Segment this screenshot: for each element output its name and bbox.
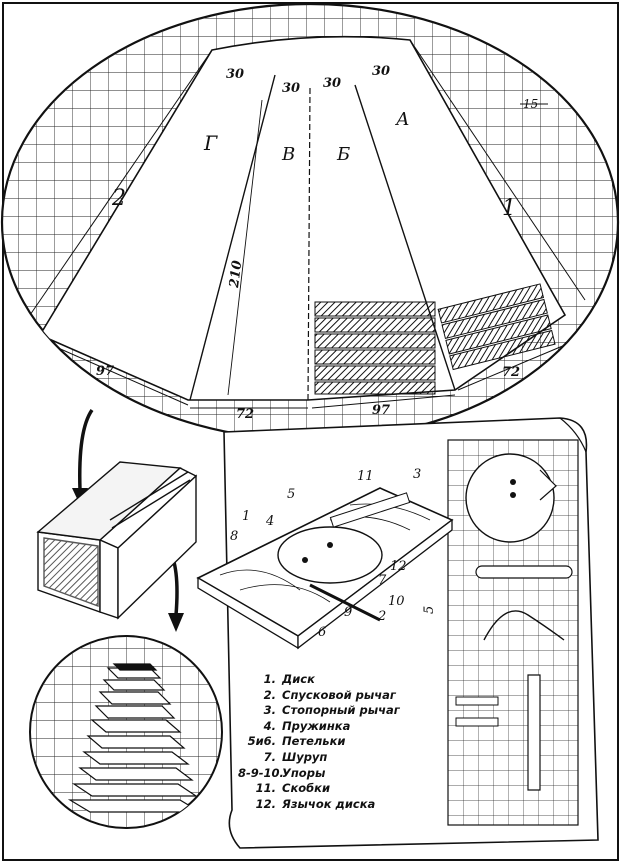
side-number-2: 2 xyxy=(111,186,126,211)
callout-11: 11 xyxy=(357,469,374,484)
section-label-a: А xyxy=(394,109,410,130)
dim-72-right: 72 xyxy=(502,365,520,380)
legend-number: 12. xyxy=(255,796,276,811)
legend-text: Упоры xyxy=(282,765,326,780)
parts-grid: 5 xyxy=(422,439,579,826)
callout-6: 6 xyxy=(318,625,326,640)
legend-number: 7. xyxy=(263,749,276,764)
legend-item: 12. Язычок диска xyxy=(238,797,438,813)
release-lever-part xyxy=(475,565,573,579)
callout-8: 8 xyxy=(230,529,238,544)
legend-text: Спусковой рычаг xyxy=(282,687,396,702)
dim-30-c: 30 xyxy=(323,76,341,91)
legend-number: 4. xyxy=(263,718,276,733)
legend-text: Скобки xyxy=(282,781,331,796)
dim-210: 210 xyxy=(227,260,245,290)
legend-item: 7. Шуруп xyxy=(238,750,438,766)
legend-text: Пружинка xyxy=(282,718,351,733)
legend-number: 8-9-10. xyxy=(238,765,284,780)
legend-text: Шуруп xyxy=(282,749,328,764)
legend-text: Диск xyxy=(282,672,315,686)
stop-lever-part xyxy=(527,674,541,791)
disc-assembled xyxy=(277,526,383,584)
legend-number: 3. xyxy=(263,703,276,718)
section-label-g: Г xyxy=(203,131,218,155)
legend-number: 1. xyxy=(263,672,276,686)
hatched-strips-left xyxy=(314,301,436,395)
dim-30-a: 30 xyxy=(226,67,244,82)
dim-72-left: 72 xyxy=(236,407,254,422)
callout-9: 9 xyxy=(344,605,352,620)
legend-item: 8-9-10.Упоры xyxy=(238,766,438,782)
dim-97-left: 97 xyxy=(96,364,114,379)
legend-number: 2. xyxy=(263,687,276,702)
legend-number: 11. xyxy=(255,781,276,796)
legend-text: Петельки xyxy=(282,734,346,749)
assembly-drawing xyxy=(196,487,454,650)
folded-box-sketch xyxy=(36,461,198,620)
legend-number: 5и6. xyxy=(247,734,276,749)
dim-15: 15 xyxy=(523,97,538,111)
legend-item: 3. Стопорный рычаг xyxy=(238,703,438,719)
legend-item: 11. Скобки xyxy=(238,781,438,797)
legend-text: Язычок диска xyxy=(282,796,376,811)
legend-item: 4. Пружинка xyxy=(238,719,438,735)
callout-1: 1 xyxy=(242,509,250,524)
callout-5: 5 xyxy=(287,487,295,502)
spring-part xyxy=(483,610,565,641)
legend-text: Стопорный рычаг xyxy=(282,703,400,718)
side-number-1: 1 xyxy=(502,196,516,221)
grid-dim-5: 5 xyxy=(422,606,437,614)
callout-3: 3 xyxy=(413,467,421,482)
legend-item: 2. Спусковой рычаг xyxy=(238,688,438,704)
section-label-v: В xyxy=(281,144,295,165)
parts-legend: 1. Диск 2. Спусковой рычаг 3. Стопорный рычаг… xyxy=(238,672,438,812)
dim-30-b: 30 xyxy=(282,81,300,96)
legend-item: 5и6. Петельки xyxy=(238,734,438,750)
disc-part xyxy=(465,453,555,543)
callout-4: 4 xyxy=(265,514,274,529)
callout-7: 7 xyxy=(378,573,387,588)
callout-12: 12 xyxy=(390,559,407,574)
dim-30-d: 30 xyxy=(372,64,390,79)
dim-97-right: 97 xyxy=(372,403,390,418)
callout-2: 2 xyxy=(377,609,386,624)
stacked-frames-circle xyxy=(29,635,223,829)
hatched-strips-right xyxy=(437,283,556,371)
callout-10: 10 xyxy=(388,594,405,609)
section-label-b: Б xyxy=(336,144,350,165)
pattern-ellipse xyxy=(0,2,620,442)
legend-item: 1. Диск xyxy=(238,672,438,688)
